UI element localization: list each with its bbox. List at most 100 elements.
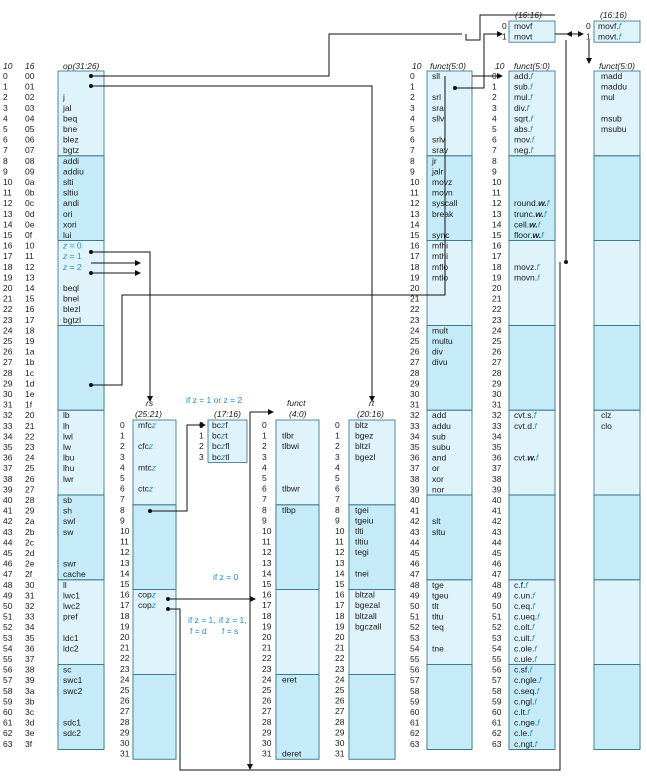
fb-mnem-4: sllv bbox=[432, 113, 445, 123]
rs-idx-0: 0 bbox=[120, 420, 125, 430]
op-mnem-8: addi bbox=[63, 156, 79, 166]
rt-idx-23: 23 bbox=[335, 664, 345, 674]
op-dec-24: 24 bbox=[3, 325, 13, 335]
cf-idx-10: 10 bbox=[262, 526, 272, 536]
op-mnem-37: lhu bbox=[63, 463, 75, 473]
op-mnem-6: blez bbox=[63, 135, 79, 145]
cf-mnem-1: tlbr bbox=[282, 431, 294, 441]
rt-mnem-17: bgezal bbox=[355, 600, 380, 610]
fc-mnem-0: add.f bbox=[514, 71, 535, 81]
op-hex-5: 05 bbox=[25, 124, 35, 134]
op-dec-35: 35 bbox=[3, 442, 13, 452]
op-hex-46: 2e bbox=[25, 559, 35, 569]
fb-mnem-50: tlt bbox=[432, 601, 439, 611]
op-hex-33: 21 bbox=[25, 421, 35, 431]
op-mnem-53: ldc1 bbox=[63, 633, 79, 643]
rs-idx-5: 5 bbox=[120, 473, 125, 483]
fb-mnem-18: mflo bbox=[432, 262, 448, 272]
op-hex-7: 07 bbox=[25, 145, 35, 155]
fc-mnem-60: c.lt.f bbox=[514, 707, 531, 717]
fc-idx-59: 59 bbox=[492, 696, 502, 706]
fb-mnem-37: or bbox=[432, 463, 440, 473]
fc-idx-54: 54 bbox=[492, 643, 502, 653]
op-hex-29: 1d bbox=[25, 378, 35, 388]
fb-idx-20: 20 bbox=[410, 283, 420, 293]
arrow-z2 bbox=[135, 270, 141, 276]
fb-idx-17: 17 bbox=[410, 251, 420, 261]
op-hex-54: 36 bbox=[25, 643, 35, 653]
op-dec-57: 57 bbox=[3, 675, 13, 685]
fc-mnem-52: c.olt.f bbox=[514, 622, 536, 632]
fb-idx-51: 51 bbox=[410, 612, 420, 622]
movff-mnem-0: movf.f bbox=[598, 21, 623, 31]
arrow-cf-top bbox=[268, 409, 274, 415]
rt-idx-15: 15 bbox=[335, 579, 345, 589]
fc-idx-28: 28 bbox=[492, 368, 502, 378]
fc-idx-21: 21 bbox=[492, 294, 502, 304]
hdr-z-range: (17:16) bbox=[214, 409, 241, 419]
arrow-rs bbox=[147, 396, 153, 402]
op-hex-11: 0b bbox=[25, 188, 35, 198]
cf-idx-8: 8 bbox=[262, 505, 267, 515]
op-dec-15: 15 bbox=[3, 230, 13, 240]
fb-idx-31: 31 bbox=[410, 400, 420, 410]
fb-idx-57: 57 bbox=[410, 675, 420, 685]
op-dec-27: 27 bbox=[3, 357, 13, 367]
fb-mnem-42: slt bbox=[432, 516, 441, 526]
rs-idx-1: 1 bbox=[120, 431, 125, 441]
rs-idx-7: 7 bbox=[120, 494, 125, 504]
op-dec-48: 48 bbox=[3, 580, 13, 590]
rt-idx-29: 29 bbox=[335, 727, 345, 737]
op-mnem-12: andi bbox=[63, 198, 79, 208]
rs-mnem-6: ctcz bbox=[138, 484, 154, 494]
rt-idx-17: 17 bbox=[335, 600, 345, 610]
op-dec-6: 6 bbox=[3, 135, 8, 145]
fc-mnem-63: c.ngt.f bbox=[514, 739, 539, 749]
hdr-hex: 16 bbox=[25, 61, 35, 71]
op-hex-4: 04 bbox=[25, 113, 35, 123]
rt-idx-8: 8 bbox=[335, 505, 340, 515]
cf-idx-2: 2 bbox=[262, 441, 267, 451]
cf-idx-26: 26 bbox=[262, 696, 272, 706]
op-mnem-46: swr bbox=[63, 559, 76, 569]
op-mnem-15: lui bbox=[63, 230, 72, 240]
funct-d-column-band bbox=[593, 494, 641, 581]
note-fs1: if z = 1, bbox=[219, 615, 247, 625]
cf-idx-21: 21 bbox=[262, 643, 272, 653]
op-mnem-34: lwl bbox=[63, 431, 73, 441]
fc-idx-25: 25 bbox=[492, 336, 502, 346]
fb-idx-46: 46 bbox=[410, 559, 420, 569]
op-dec-26: 26 bbox=[3, 347, 13, 357]
fc-idx-31: 31 bbox=[492, 400, 502, 410]
rt-idx-6: 6 bbox=[335, 484, 340, 494]
note-fs2: f = s bbox=[222, 626, 238, 636]
fc-idx-6: 6 bbox=[492, 135, 497, 145]
rt-idx-1: 1 bbox=[335, 431, 340, 441]
op-dec-46: 46 bbox=[3, 559, 13, 569]
op-mnem-57: swc1 bbox=[63, 675, 83, 685]
fb-mnem-26: div bbox=[432, 347, 444, 357]
rt-column-band bbox=[348, 504, 396, 590]
fb-mnem-52: teq bbox=[432, 622, 444, 632]
arrow-movff bbox=[578, 31, 584, 37]
rs-idx-18: 18 bbox=[120, 611, 130, 621]
fc-idx-27: 27 bbox=[492, 357, 502, 367]
fc-mnem-12: round.w.f bbox=[514, 198, 551, 208]
fb-mnem-16: mfhi bbox=[432, 241, 448, 251]
op-hex-37: 25 bbox=[25, 463, 35, 473]
fd-mnem-2: mul bbox=[601, 92, 615, 102]
fb-idx-53: 53 bbox=[410, 633, 420, 643]
hdr-16-b: (16:16) bbox=[600, 10, 627, 20]
fb-idx-25: 25 bbox=[410, 336, 420, 346]
cf-idx-9: 9 bbox=[262, 515, 267, 525]
op-dec-53: 53 bbox=[3, 633, 13, 643]
op-mnem-3: jal bbox=[62, 103, 72, 113]
rt-idx-13: 13 bbox=[335, 558, 345, 568]
rt-idx-19: 19 bbox=[335, 621, 345, 631]
op-hex-28: 1c bbox=[25, 368, 35, 378]
op-mnem-61: sdc1 bbox=[63, 718, 81, 728]
rt-mnem-18: bltzall bbox=[355, 611, 377, 621]
fc-idx-39: 39 bbox=[492, 484, 502, 494]
op-dec-45: 45 bbox=[3, 548, 13, 558]
z-mnem-2: bczfl bbox=[212, 441, 230, 451]
